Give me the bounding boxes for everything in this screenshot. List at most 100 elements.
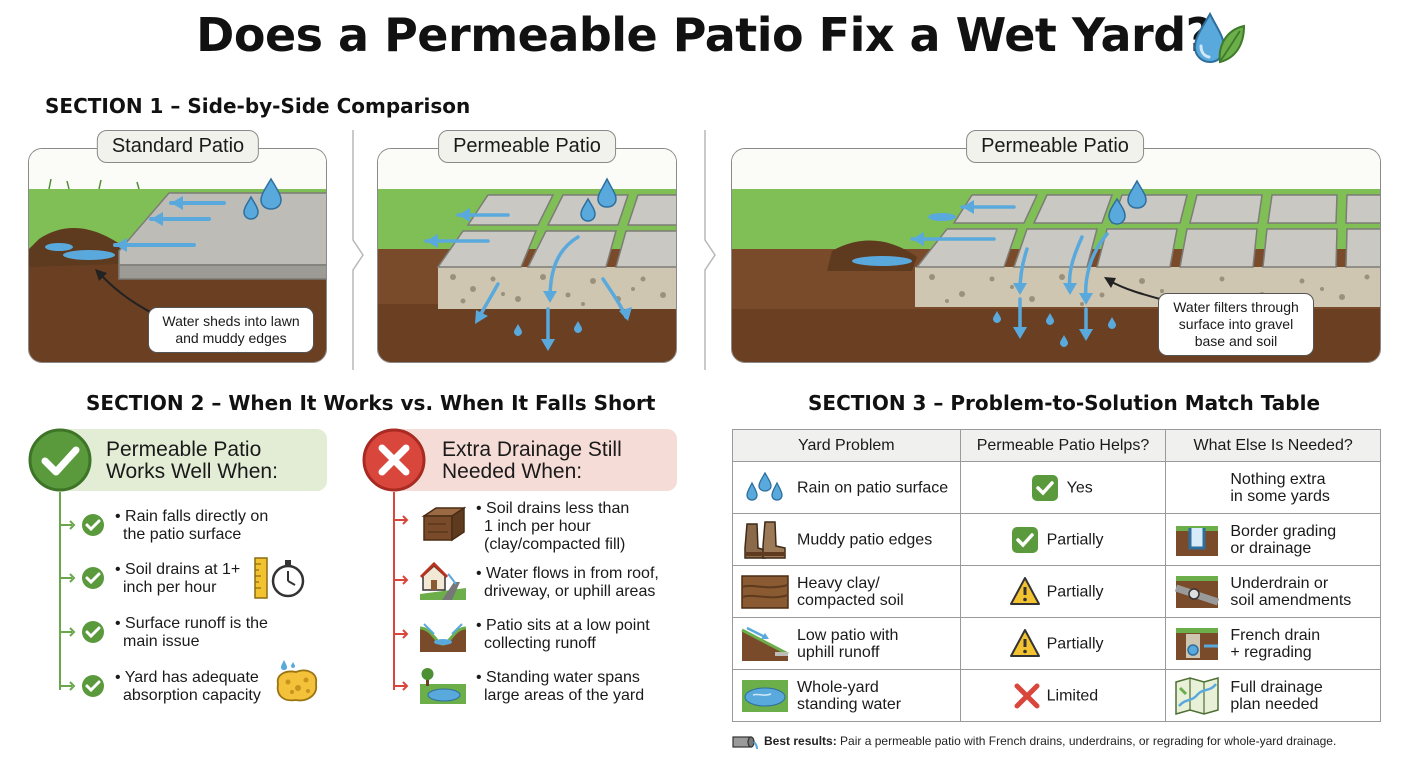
helps-cell: Partially [959, 617, 1167, 670]
check-circle-icon [60, 675, 104, 697]
arrow-connector-icon [394, 515, 409, 525]
text-line: Muddy patio edges [797, 531, 933, 548]
short-title-line: Needed When: [442, 460, 583, 483]
works-title-line: Permeable Patio [106, 438, 262, 461]
divider-chevron [704, 130, 716, 370]
column-header: Permeable Patio Helps? [959, 429, 1167, 462]
text-line: Whole-yard [797, 678, 879, 696]
bullet-line: • Water flows in from roof, [476, 565, 659, 582]
panel-label-permeable: Permeable Patio [438, 130, 616, 163]
slope-runoff-icon [741, 626, 789, 661]
helps-value: Partially [1046, 531, 1104, 548]
house-driveway-icon [419, 561, 466, 600]
column-header: Yard Problem [732, 429, 961, 462]
callout-line: Water sheds into lawn [162, 313, 300, 329]
helps-cell: Limited [959, 669, 1167, 722]
check-icon [1031, 475, 1058, 501]
bullet-line: • Patio sits at a low point [476, 617, 650, 634]
short-connector-line [393, 492, 395, 690]
warning-icon [1009, 577, 1040, 605]
works-card-title: Permeable Patio Works Well When: [106, 439, 278, 483]
footer-bold: Best results: [764, 734, 837, 748]
text-line: Heavy clay/ [797, 574, 880, 592]
short-card-title: Extra Drainage Still Needed When: [442, 439, 622, 483]
problem-cell: Heavy clay/compacted soil [732, 565, 961, 618]
text-line: Low patio with [797, 626, 899, 644]
problem-cell: Rain on patio surface [732, 461, 961, 514]
standing-water-icon [742, 680, 788, 712]
water-drop-leaf-icon [1193, 11, 1246, 64]
standard-patio-callout: Water sheds into lawn and muddy edges [148, 307, 314, 353]
x-badge-icon [362, 428, 426, 492]
warning-icon [1009, 629, 1040, 657]
text-line: Underdrain or [1230, 574, 1329, 592]
panel-label-standard: Standard Patio [96, 130, 260, 163]
section3-heading: SECTION 3 – Problem-to-Solution Match Ta… [808, 391, 1321, 415]
footer-note: Best results: Pair a permeable patio wit… [764, 734, 1336, 748]
sponge-icon [276, 660, 318, 702]
bullet-line: the patio surface [123, 526, 242, 543]
bullet-line: collecting runoff [484, 635, 596, 652]
panel-permeable-patio [377, 148, 677, 363]
table-row: Heavy clay/compacted soil Partially Unde… [732, 565, 1381, 618]
helps-value: Partially [1046, 583, 1104, 600]
check-icon [1011, 527, 1038, 553]
helps-value: Yes [1066, 479, 1093, 496]
arrow-connector-icon [394, 681, 409, 691]
boots-icon [744, 521, 786, 559]
text-line: Border grading [1230, 522, 1337, 540]
callout-line: surface into gravel [1178, 316, 1294, 332]
text-line: soil amendments [1230, 591, 1352, 609]
text-line: in some yards [1230, 487, 1330, 505]
bullet-line: 1 inch per hour [484, 518, 591, 535]
text-line: Full drainage [1230, 678, 1323, 696]
short-card-header: Extra Drainage Still Needed When: [394, 429, 677, 491]
callout-line: and muddy edges [175, 330, 287, 346]
bullet-line: (clay/compacted fill) [484, 536, 626, 553]
text-line: Rain on patio surface [797, 479, 949, 496]
short-title-line: Extra Drainage Still [442, 438, 622, 461]
check-circle-icon [60, 621, 104, 643]
problem-text: Heavy clay/compacted soil [797, 575, 904, 609]
bullet-line: large areas of the yard [484, 687, 645, 704]
helps-cell: Partially [959, 513, 1167, 566]
text-line: Nothing extra [1230, 470, 1326, 488]
works-card-header: Permeable Patio Works Well When: [60, 429, 327, 491]
page-title: Does a Permeable Patio Fix a Wet Yard? [196, 8, 1212, 62]
bullet-line: • Soil drains at 1+ [115, 561, 241, 578]
arrow-connector-icon [394, 629, 409, 639]
soil-block-icon [421, 506, 466, 542]
table-header-row: Yard Problem Permeable Patio Helps? What… [732, 429, 1381, 462]
helps-value: Limited [1046, 687, 1099, 704]
text-line: or drainage [1230, 539, 1312, 557]
text-line: compacted soil [797, 591, 904, 609]
low-point-icon [419, 623, 467, 652]
underdrain-icon [1175, 576, 1220, 608]
helps-cell: Partially [959, 565, 1167, 618]
bullet-line: • Surface runoff is the [115, 615, 268, 632]
panel-permeable-patio-detail: Water filters through surface into grave… [731, 148, 1381, 363]
problem-solution-table: Yard Problem Permeable Patio Helps? What… [732, 429, 1381, 722]
problem-text: Rain on patio surface [797, 479, 948, 496]
helps-value: Partially [1046, 635, 1104, 652]
french-drain-icon [1176, 628, 1219, 660]
table-row: Muddy patio edges Partially Border gradi… [732, 513, 1381, 566]
text-line: plan needed [1230, 695, 1319, 713]
callout-line: Water filters through [1173, 299, 1299, 315]
check-badge-icon [28, 428, 92, 492]
text-line: French drain [1230, 626, 1321, 644]
arrow-connector-icon [394, 575, 409, 585]
permeable-detail-callout: Water filters through surface into grave… [1158, 293, 1314, 356]
column-header: What Else Is Needed? [1165, 429, 1381, 462]
